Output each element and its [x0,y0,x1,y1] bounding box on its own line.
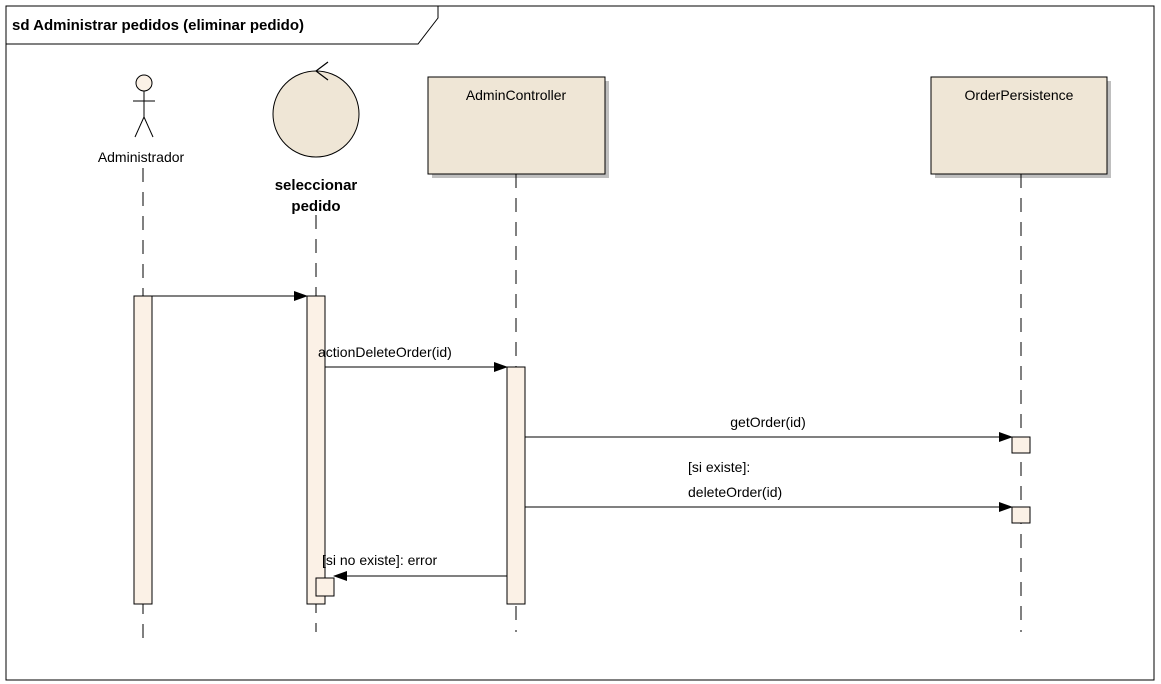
activation-admincontroller [506,366,526,605]
lifeline-head-admincontroller: AdminController [427,76,609,178]
box [930,76,1108,175]
box-label: OrderPersistence [965,87,1074,103]
lifeline-head-orderpersistence: OrderPersistence [930,76,1111,178]
actor-name: Administrador [98,149,185,165]
actor-administrador: Administrador [98,74,185,165]
frame-title: sd Administrar pedidos (eliminar pedido) [12,17,304,34]
frame-title-tab [5,5,439,45]
activation-deleteorder [1011,506,1031,524]
actor-right-leg [143,116,154,138]
control-name-line2: pedido [291,198,340,215]
control-circle-icon [272,70,360,158]
box [427,76,606,175]
activation-seleccionar-pedido [306,295,326,605]
message-label-getorder: getOrder(id) [730,414,805,430]
activation-administrador [133,295,153,605]
message-label-error: [si no existe]: error [322,552,437,568]
control-seleccionar-pedido: seleccionar pedido [272,61,360,215]
activation-error [315,577,335,597]
message-label-actiondeleteorder: actionDeleteOrder(id) [318,344,452,360]
actor-head-icon [135,74,153,92]
message-guard-deleteorder: [si existe]: [688,459,750,475]
control-name-line1: seleccionar [275,177,358,194]
control-arrow-icon [315,61,329,81]
box-label: AdminController [466,87,567,103]
actor-left-leg [134,116,145,138]
activation-getorder [1011,436,1031,454]
message-label-deleteorder: deleteOrder(id) [688,484,782,500]
